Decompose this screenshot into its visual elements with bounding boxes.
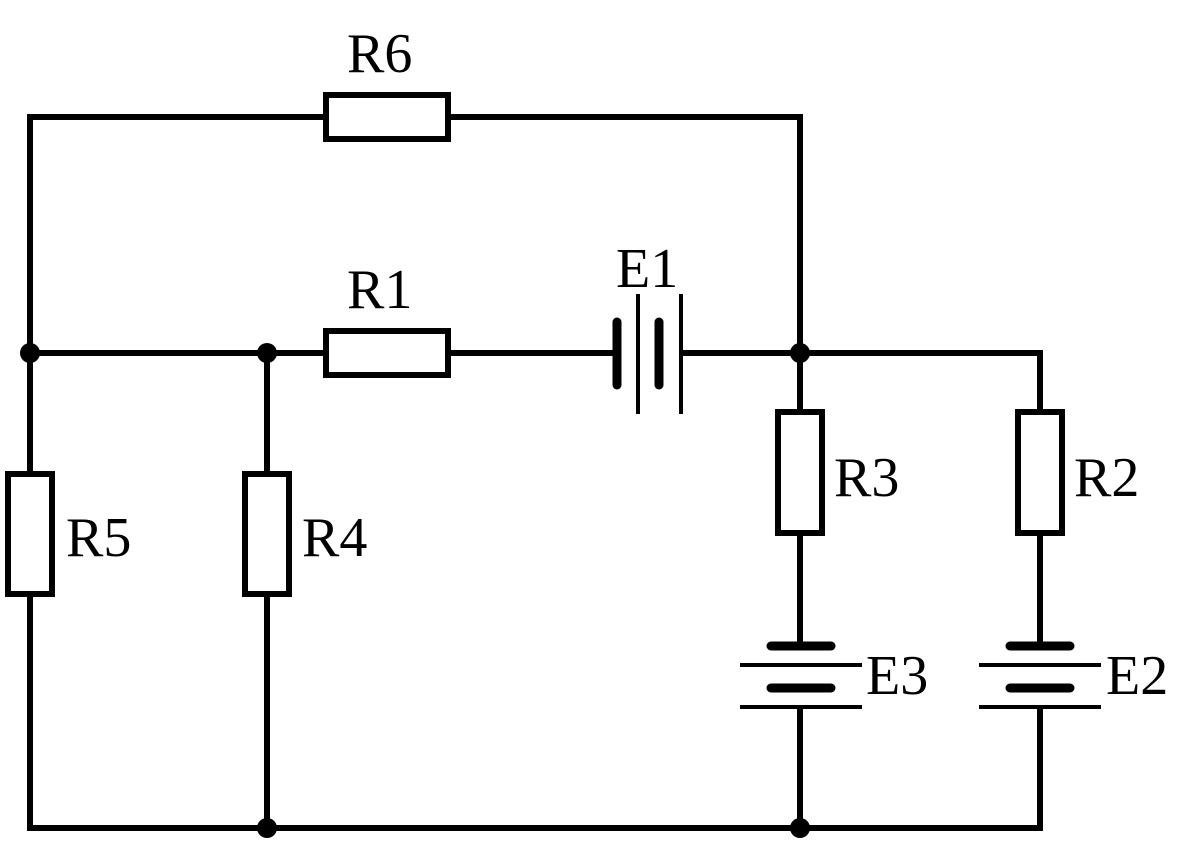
junction-node-e3-bottom: [790, 818, 810, 838]
resistor-r1: [323, 328, 451, 378]
resistor-r4: [242, 471, 292, 597]
label-r1: R1: [347, 259, 412, 321]
wires: [27, 114, 1043, 831]
label-e2: E2: [1106, 645, 1168, 707]
label-r6: R6: [347, 23, 412, 85]
resistor-r3: [775, 409, 825, 536]
resistor-r2: [1015, 409, 1065, 536]
junction-node-left: [20, 343, 40, 363]
junction-node-r4-bottom: [257, 818, 277, 838]
label-r5: R5: [66, 507, 131, 569]
battery-e2: [979, 641, 1101, 709]
label-r4: R4: [302, 507, 367, 569]
label-r2: R2: [1074, 447, 1139, 509]
label-r3: R3: [834, 447, 899, 509]
label-e3: E3: [866, 645, 928, 707]
junction-node-r4-top: [257, 343, 277, 363]
resistor-r6: [323, 92, 451, 142]
battery-e3: [740, 641, 862, 709]
battery-e1: [612, 294, 683, 414]
junction-node-right: [790, 343, 810, 363]
label-e1: E1: [616, 238, 678, 300]
resistor-r5: [5, 471, 55, 597]
